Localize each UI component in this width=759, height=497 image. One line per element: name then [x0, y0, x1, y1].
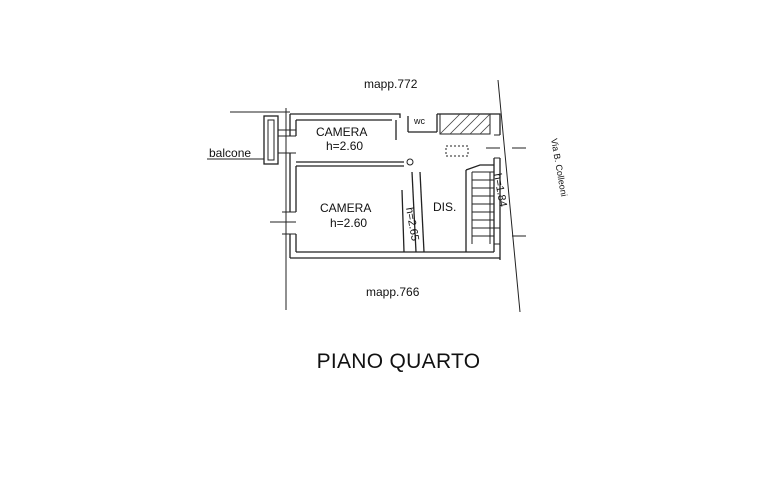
- staircase: [465, 164, 494, 244]
- hall-height-label: h=2.65: [403, 206, 421, 242]
- north-parcel-label: mapp.772: [364, 77, 418, 91]
- street-label: Via B. Colleoni: [549, 138, 569, 198]
- room1-name: CAMERA: [316, 125, 367, 139]
- outer-walls: [289, 113, 501, 260]
- balcony: [207, 115, 279, 165]
- parcel-boundaries: [230, 79, 526, 313]
- windows: [270, 129, 500, 245]
- room1-height: h=2.60: [326, 139, 363, 153]
- balcony-label: balcone: [209, 146, 251, 160]
- stair-height-label: h=1.84: [491, 172, 509, 208]
- south-parcel-label: mapp.766: [366, 285, 420, 299]
- room2-name: CAMERA: [320, 201, 371, 215]
- wc-fixture: [439, 113, 491, 157]
- hall-label: DIS.: [433, 200, 456, 214]
- wc-label: wc: [413, 116, 425, 126]
- interior-walls: [296, 114, 467, 253]
- floor-title: PIANO QUARTO: [316, 350, 481, 373]
- room2-height: h=2.60: [330, 216, 367, 230]
